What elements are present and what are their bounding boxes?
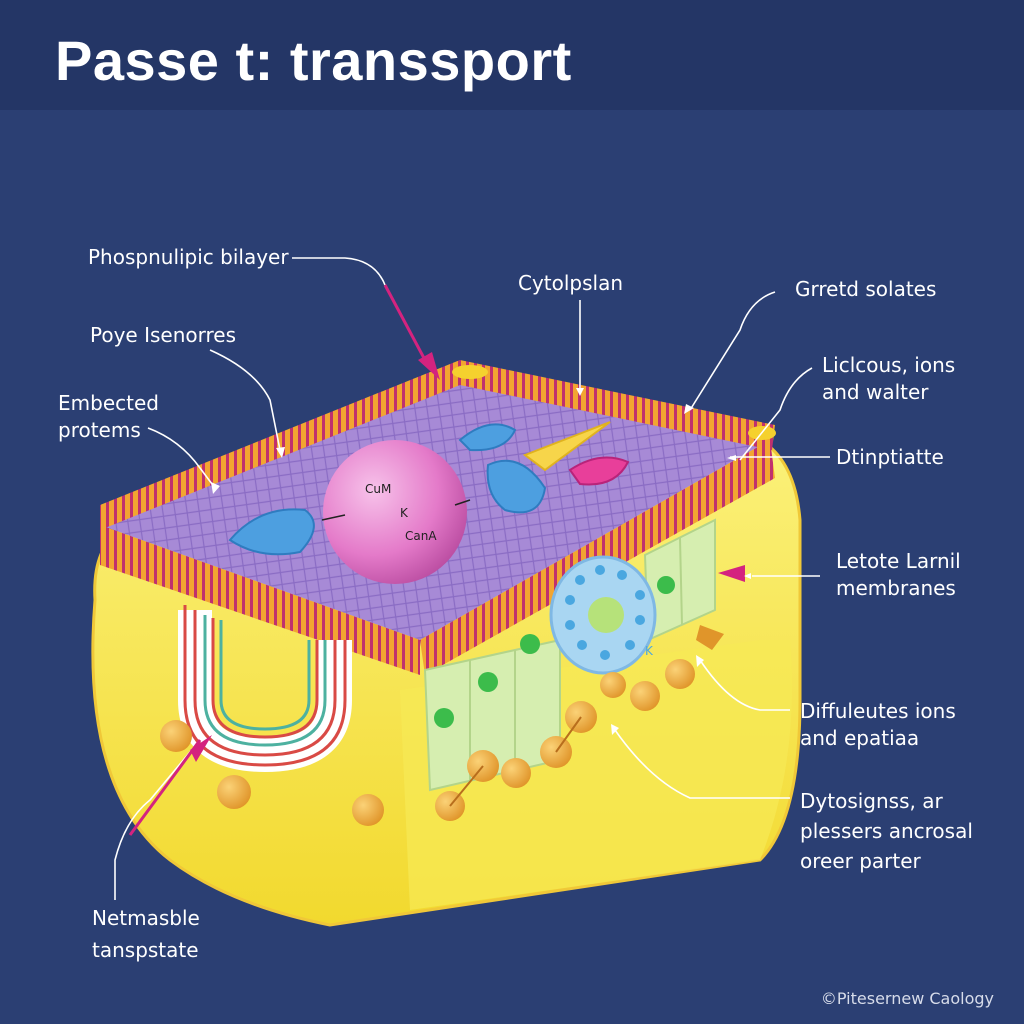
callout-lines [114, 257, 830, 900]
bilayer-back-left [100, 360, 460, 530]
ion-mark: K [645, 644, 654, 658]
label-lateral-membranes-line1: Letote Larnil [836, 549, 961, 573]
label-pore-sensors: Poye Isenorres [90, 323, 236, 347]
label-netmasable-line2: tanspstate [92, 938, 199, 962]
label-lateral-membranes: Letote Larnil membranes [836, 548, 961, 602]
bilayer-back-right [460, 360, 775, 450]
label-gated-solutes: Grretd solates [795, 277, 937, 301]
label-embedded-proteins: Embected protems [58, 390, 159, 444]
magenta-arrows [128, 284, 745, 836]
sphere-mark-2: K [400, 506, 409, 520]
label-dytosigns-line1: Dytosignss, ar [800, 789, 943, 813]
label-cytoplasm: Cytolpslan [518, 271, 624, 295]
label-diffuses: Diffuleutes ions and epatiaa [800, 698, 956, 752]
label-diffuses-line1: Diffuleutes ions [800, 699, 956, 723]
label-embedded-proteins-line1: Embected [58, 391, 159, 415]
label-phospholipid-bilayer: Phospnulipic bilayer [88, 245, 289, 269]
transport-sphere [323, 440, 467, 584]
label-netmasable-line1: Netmasble [92, 906, 200, 930]
label-dytosigns-line3: oreer parter [800, 849, 921, 873]
solute-particles [160, 625, 724, 826]
callout-arrowheads [211, 388, 751, 735]
embedded-proteins [228, 421, 630, 556]
bilayer-front-left [100, 525, 420, 675]
title-bar [0, 0, 1024, 110]
copyright-footer: ©Pitesernew Caology [820, 989, 994, 1008]
label-lipophilic-line2: and walter [822, 380, 929, 404]
label-dytosigns: Dytosignss, ar plessers ancrosal oreer p… [800, 786, 973, 876]
page-title: Passe t: transsport [55, 29, 572, 92]
label-dtinptiatte: Dtinptiatte [836, 445, 944, 469]
label-embedded-proteins-line2: protems [58, 418, 141, 442]
cell-compartments [423, 518, 716, 792]
label-dytosigns-line2: plessers ancrosal [800, 819, 973, 843]
sphere-mark-1: CuM [365, 482, 391, 496]
label-lateral-membranes-line2: membranes [836, 576, 956, 600]
sphere-mark-3: CanA [405, 529, 437, 543]
vesicle [549, 555, 657, 675]
label-netmasable: Netmasble tanspstate [92, 902, 200, 966]
label-lipophilic: Liclcous, ions and walter [822, 352, 955, 406]
label-diffuses-line2: and epatiaa [800, 726, 920, 750]
label-lipophilic-line1: Liclcous, ions [822, 353, 956, 377]
